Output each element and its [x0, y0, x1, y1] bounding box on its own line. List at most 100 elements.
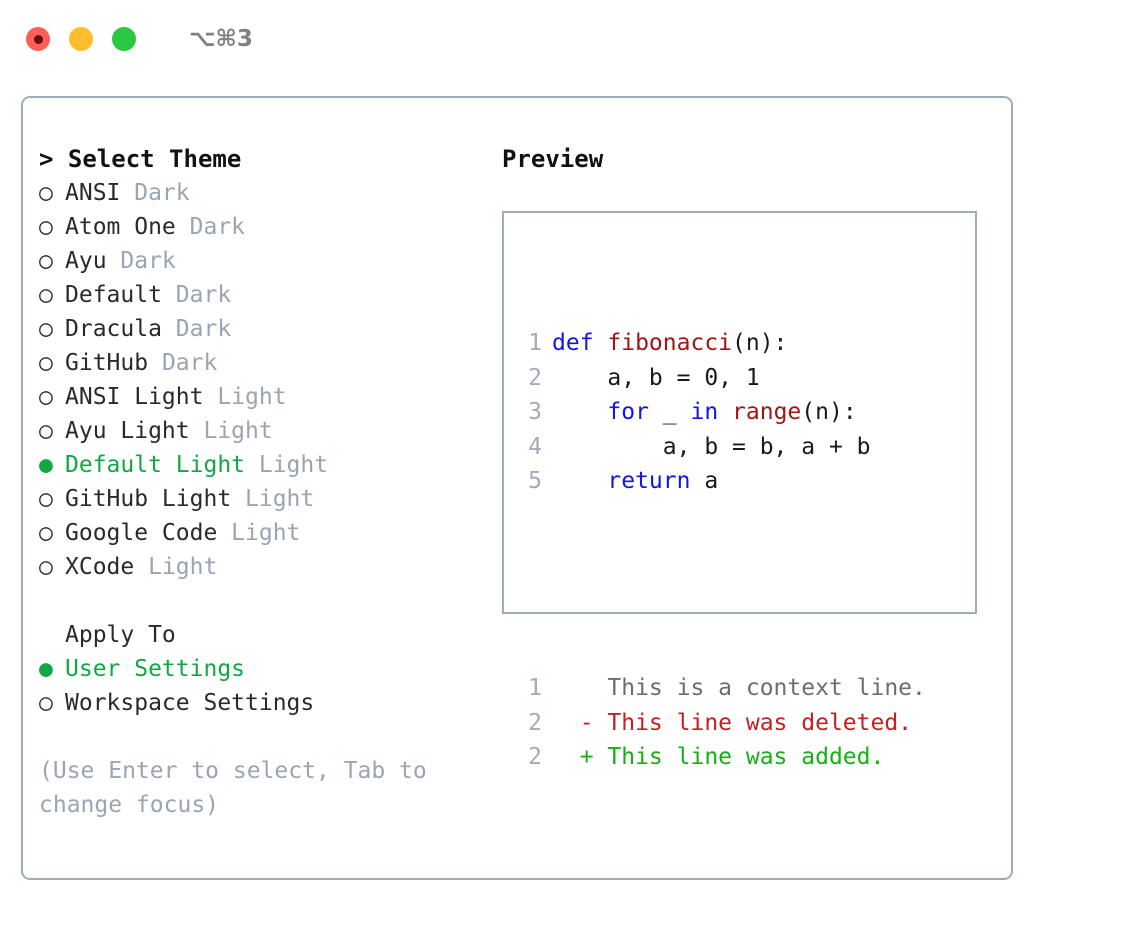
- apply-to-option-name: Workspace Settings: [65, 690, 315, 716]
- code-line-number: 1: [528, 330, 542, 356]
- select-theme-heading: > Select Theme: [39, 145, 242, 173]
- theme-option-github-light[interactable]: ○ GitHub Light Light: [39, 482, 509, 516]
- apply-to-option-user-settings[interactable]: ● User Settings: [39, 652, 509, 686]
- diff-line-number: 2: [528, 709, 542, 736]
- theme-option-variant: Dark: [106, 248, 176, 274]
- radio-unselected-icon: ○: [39, 554, 67, 580]
- theme-selector-panel: > Select Theme ○ ANSI Dark○ Atom One Dar…: [21, 96, 1013, 880]
- radio-unselected-icon: ○: [39, 214, 67, 240]
- apply-to-label-text: Apply To: [65, 622, 176, 648]
- code-token: in: [690, 399, 719, 425]
- theme-option-ayu-light[interactable]: ○ Ayu Light Light: [39, 414, 509, 448]
- apply-to-option-workspace-settings[interactable]: ○ Workspace Settings: [39, 686, 509, 720]
- theme-option-default-light[interactable]: ● Default Light Light: [39, 448, 509, 482]
- code-token: _: [648, 399, 691, 425]
- close-button[interactable]: [26, 27, 50, 51]
- keyboard-shortcut-label: ⌥⌘3: [189, 25, 253, 52]
- theme-option-variant: Light: [217, 520, 301, 546]
- theme-option-name: ANSI Light: [65, 384, 204, 410]
- traffic-light-group: [26, 27, 136, 51]
- theme-option-name: Ayu: [65, 248, 107, 274]
- radio-unselected-icon: ○: [39, 486, 67, 512]
- theme-option-github[interactable]: ○ GitHub Dark: [39, 346, 509, 380]
- diff-line-del: 2 - This line was deleted.: [518, 706, 926, 741]
- radio-unselected-icon: ○: [39, 350, 67, 376]
- code-token: fibonacci: [607, 330, 733, 356]
- theme-option-name: GitHub Light: [65, 486, 232, 512]
- theme-option-name: Atom One: [65, 214, 176, 240]
- theme-option-name: XCode: [65, 554, 135, 580]
- diff-line-number: 2: [528, 744, 542, 770]
- code-line: 3 for _ in range(n):: [518, 395, 926, 430]
- diff-line-number: 1: [528, 675, 542, 701]
- keyboard-hint-text: (Use Enter to select, Tab to change focu…: [39, 758, 441, 818]
- theme-option-name: ANSI: [65, 180, 121, 206]
- code-token: for: [607, 399, 649, 425]
- diff-line-add: 2 + This line was added.: [518, 740, 926, 775]
- radio-selected-icon: ●: [39, 452, 67, 478]
- minimize-button[interactable]: [69, 27, 93, 51]
- theme-list: ○ ANSI Dark○ Atom One Dark○ Ayu Dark○ De…: [39, 176, 509, 584]
- radio-unselected-icon: ○: [39, 520, 67, 546]
- code-token: a, b = 0, 1: [552, 364, 760, 391]
- diff-line-text: - This line was deleted.: [552, 709, 913, 736]
- theme-option-ayu[interactable]: ○ Ayu Dark: [39, 244, 509, 278]
- radio-unselected-icon: ○: [39, 282, 67, 308]
- theme-option-name: Default Light: [65, 452, 246, 478]
- code-token: range: [732, 399, 802, 425]
- apply-to-label: Apply To: [39, 618, 509, 652]
- theme-option-atom-one[interactable]: ○ Atom One Dark: [39, 210, 509, 244]
- radio-unselected-icon: ○: [39, 690, 67, 716]
- maximize-button[interactable]: [112, 27, 136, 51]
- code-token: [552, 468, 607, 494]
- theme-option-name: Default: [65, 282, 162, 308]
- theme-option-variant: Light: [189, 418, 273, 444]
- code-token: [718, 399, 732, 425]
- apply-to-list: ● User Settings○ Workspace Settings: [39, 652, 509, 720]
- theme-option-google-code[interactable]: ○ Google Code Light: [39, 516, 509, 550]
- radio-unselected-icon: ○: [39, 180, 67, 206]
- diff-line-text: + This line was added.: [552, 744, 885, 770]
- theme-option-name: GitHub: [65, 350, 149, 376]
- radio-unselected-icon: ○: [39, 248, 67, 274]
- code-line: 5 return a: [518, 464, 926, 499]
- theme-option-name: Ayu Light: [65, 418, 190, 444]
- diff-lines: 1 This is a context line.2 - This line w…: [518, 671, 926, 775]
- code-line-number: 4: [528, 433, 542, 460]
- code-token: a: [690, 468, 719, 494]
- theme-option-variant: Light: [231, 486, 315, 512]
- code-token: return: [607, 468, 691, 494]
- diff-line-text: This is a context line.: [552, 675, 926, 701]
- code-token: a, b = b, a + b: [552, 433, 871, 460]
- theme-option-name: Google Code: [65, 520, 218, 546]
- code-gap: [518, 568, 926, 603]
- radio-unselected-icon: ○: [39, 418, 67, 444]
- theme-option-xcode[interactable]: ○ XCode Light: [39, 550, 509, 584]
- diff-line-ctx: 1 This is a context line.: [518, 671, 926, 706]
- theme-option-variant: Dark: [120, 180, 190, 206]
- theme-option-dracula[interactable]: ○ Dracula Dark: [39, 312, 509, 346]
- code-line-number: 2: [528, 364, 542, 391]
- theme-option-variant: Dark: [161, 282, 232, 308]
- radio-unselected-icon: ○: [39, 384, 67, 410]
- apply-to-bullet-spacer: [39, 618, 65, 652]
- theme-list-column: > Select Theme ○ ANSI Dark○ Atom One Dar…: [39, 142, 509, 822]
- theme-option-ansi[interactable]: ○ ANSI Dark: [39, 176, 509, 210]
- code-line-number: 5: [528, 468, 542, 494]
- radio-unselected-icon: ○: [39, 316, 67, 342]
- theme-option-default[interactable]: ○ Default Dark: [39, 278, 509, 312]
- apply-to-option-name: User Settings: [65, 656, 246, 682]
- theme-option-ansi-light[interactable]: ○ ANSI Light Light: [39, 380, 509, 414]
- code-line-number: 3: [528, 399, 542, 425]
- theme-option-variant: Dark: [161, 316, 232, 342]
- theme-option-variant: Dark: [175, 214, 246, 240]
- radio-selected-icon: ●: [39, 656, 67, 682]
- code-token: (n):: [732, 330, 788, 356]
- theme-option-variant: Light: [245, 452, 329, 478]
- code-line: 2 a, b = 0, 1: [518, 361, 926, 396]
